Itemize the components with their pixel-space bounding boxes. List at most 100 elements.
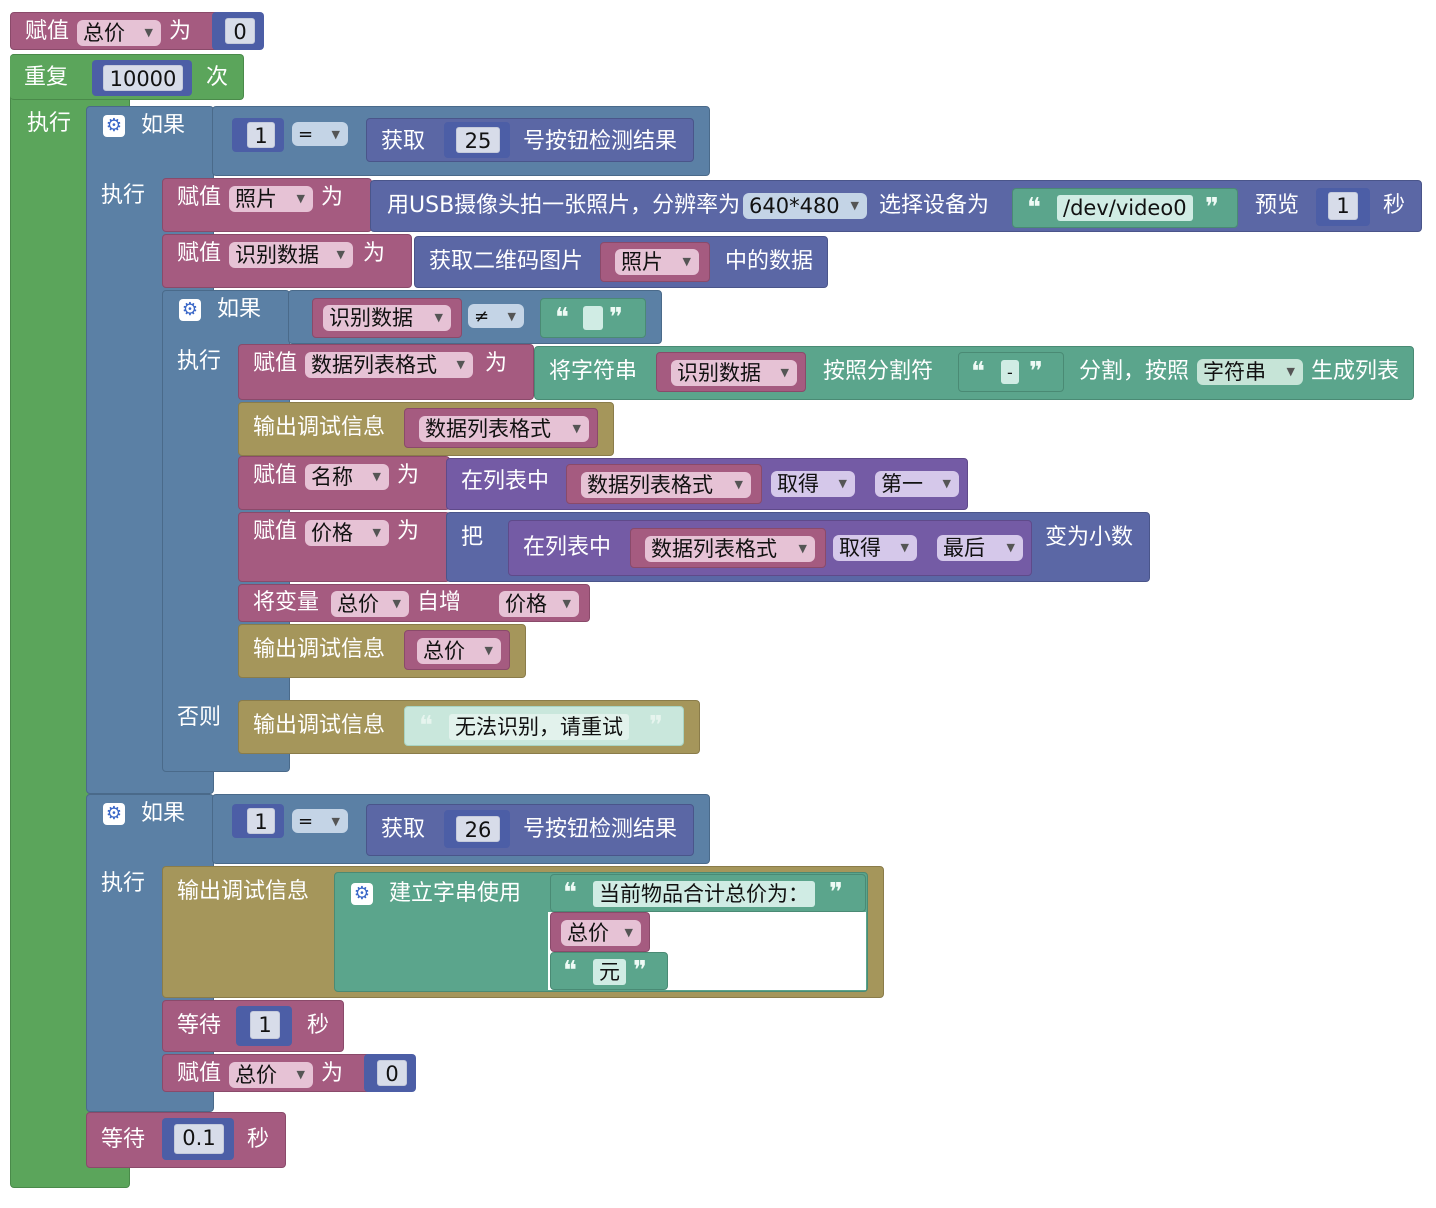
open-quote-icon: ❝ — [563, 956, 577, 986]
string-field-total-msg[interactable]: 当前物品合计总价为： — [593, 881, 815, 907]
assign-label: 赋值 — [253, 519, 298, 544]
open-quote-icon: ❝ — [563, 878, 577, 908]
to-label: 为 — [485, 351, 508, 376]
compare-op-dropdown[interactable]: =▼ — [292, 122, 348, 146]
gear-icon[interactable]: ⚙ — [351, 883, 373, 905]
list-get-dropdown[interactable]: 取得▼ — [771, 471, 855, 497]
assign-list-format-block[interactable]: 赋值 数据列表格式▼ 为 — [238, 344, 534, 400]
var-dropdown-list-format[interactable]: 数据列表格式▼ — [419, 416, 589, 442]
wait-label: 等待 — [101, 1127, 146, 1152]
assign-name-block[interactable]: 赋值 名称▼ 为 — [238, 456, 450, 510]
string-field-separator[interactable]: - — [1001, 360, 1019, 384]
qr-data-label: 中的数据 — [725, 249, 814, 274]
var-dropdown-total[interactable]: 总价▼ — [331, 591, 409, 617]
number-field-button-id-25[interactable]: 25 — [456, 127, 500, 153]
var-dropdown-photo[interactable]: 照片▼ — [229, 186, 313, 212]
by-separator-label: 按照分割符 — [823, 359, 934, 384]
var-dropdown-total[interactable]: 总价▼ — [561, 920, 641, 946]
list-position-dropdown[interactable]: 第一▼ — [875, 471, 959, 497]
var-dropdown-list-format[interactable]: 数据列表格式▼ — [305, 352, 473, 378]
var-list-format-reporter[interactable]: 数据列表格式▼ — [630, 528, 826, 568]
list-position-dropdown[interactable]: 最后▼ — [937, 535, 1023, 561]
gear-icon[interactable]: ⚙ — [103, 803, 125, 825]
gear-icon[interactable]: ⚙ — [103, 115, 125, 137]
var-dropdown-total[interactable]: 总价▼ — [417, 638, 501, 664]
var-dropdown-list-format[interactable]: 数据列表格式▼ — [581, 472, 751, 498]
usb-camera-photo-block[interactable]: 用USB摄像头拍一张照片，分辨率为 640*480▼ 选择设备为 预览 秒 — [370, 180, 1422, 232]
text-block-separator[interactable]: ❝ - ❞ — [958, 352, 1064, 392]
var-dropdown-photo[interactable]: 照片▼ — [615, 249, 699, 275]
number-field-init-total[interactable]: 0 — [225, 18, 255, 44]
text-block-device[interactable]: ❝ /dev/video0 ❞ — [1012, 188, 1238, 228]
number-field-compare-2[interactable]: 1 — [247, 808, 275, 834]
wait-label: 等待 — [177, 1013, 222, 1038]
number-field-button-id-26[interactable]: 26 — [456, 816, 500, 842]
open-quote-icon: ❝ — [419, 711, 433, 741]
open-quote-icon: ❝ — [971, 357, 985, 387]
in-list-label: 在列表中 — [523, 535, 612, 560]
var-dropdown-price[interactable]: 价格▼ — [305, 520, 389, 546]
string-field-device[interactable]: /dev/video0 — [1057, 195, 1193, 221]
number-field-wait-1[interactable]: 1 — [250, 1011, 280, 1039]
resolution-dropdown[interactable]: 640*480▼ — [743, 193, 867, 219]
var-dropdown-total[interactable]: 总价▼ — [229, 1062, 313, 1088]
assign-recog-block[interactable]: 赋值 识别数据▼ 为 — [162, 234, 412, 288]
var-photo-reporter[interactable]: 照片▼ — [600, 242, 710, 282]
build-string-label: 建立字串使用 — [389, 881, 522, 906]
get-button-result-block[interactable]: 获取 号按钮检测结果 — [366, 118, 694, 162]
assign-photo-block[interactable]: 赋值 照片▼ 为 — [162, 178, 372, 232]
var-dropdown-list-format[interactable]: 数据列表格式▼ — [645, 536, 815, 562]
var-list-format-reporter[interactable]: 数据列表格式▼ — [404, 408, 598, 448]
list-get-dropdown[interactable]: 取得▼ — [833, 535, 917, 561]
assign-label: 赋值 — [25, 19, 70, 44]
debug-label: 输出调试信息 — [177, 879, 310, 904]
else-label: 否则 — [177, 705, 222, 730]
var-dropdown-recog[interactable]: 识别数据▼ — [323, 305, 451, 331]
to-label: 为 — [397, 463, 420, 488]
get-button-result-block[interactable]: 获取 号按钮检测结果 — [366, 804, 694, 856]
compare-op-dropdown[interactable]: =▼ — [292, 809, 348, 833]
text-block-currency[interactable]: ❝ 元 ❞ — [550, 952, 668, 990]
take-photo-label: 用USB摄像头拍一张照片，分辨率为 — [387, 193, 741, 218]
string-field-currency[interactable]: 元 — [593, 959, 626, 985]
number-field-repeat-count[interactable]: 10000 — [103, 65, 183, 91]
get-qr-label: 获取二维码图片 — [429, 249, 584, 274]
number-field-wait-0-1[interactable]: 0.1 — [174, 1124, 224, 1154]
number-field-reset-total[interactable]: 0 — [377, 1060, 407, 1086]
seconds-label: 秒 — [1383, 193, 1406, 218]
assign-label: 赋值 — [177, 1061, 222, 1086]
assign-total-reset-block[interactable]: 赋值 总价▼ 为 — [162, 1054, 372, 1092]
assign-price-block[interactable]: 赋值 价格▼ 为 — [238, 512, 450, 582]
increment-total-block[interactable]: 将变量 总价▼ 自增 价格▼ — [238, 584, 590, 622]
string-field-empty[interactable] — [583, 306, 603, 330]
var-list-format-reporter[interactable]: 数据列表格式▼ — [566, 464, 762, 504]
do-label: 执行 — [101, 183, 146, 208]
to-label: 为 — [321, 185, 344, 210]
to-label: 为 — [169, 19, 192, 44]
var-dropdown-price[interactable]: 价格▼ — [499, 591, 579, 617]
number-field-compare-1[interactable]: 1 — [247, 122, 275, 148]
text-block-total-msg[interactable]: ❝ 当前物品合计总价为： ❞ — [550, 874, 866, 912]
var-dropdown-recog[interactable]: 识别数据▼ — [671, 360, 797, 386]
close-quote-icon: ❞ — [609, 303, 623, 333]
text-block-fail-msg[interactable]: ❝ 无法识别，请重试 ❞ — [404, 706, 684, 746]
empty-text-block[interactable]: ❝ ❞ — [540, 298, 646, 338]
split-mode-dropdown[interactable]: 字符串▼ — [1197, 359, 1303, 385]
var-total-reporter[interactable]: 总价▼ — [550, 912, 650, 952]
var-recog-reporter[interactable]: 识别数据▼ — [656, 352, 806, 392]
compare-op-dropdown-neq[interactable]: ≠▼ — [468, 304, 524, 328]
assign-label: 赋值 — [177, 241, 222, 266]
number-field-preview-secs[interactable]: 1 — [1328, 192, 1358, 220]
var-dropdown-name[interactable]: 名称▼ — [305, 464, 389, 490]
assign-label: 赋值 — [177, 185, 222, 210]
var-total-reporter[interactable]: 总价▼ — [404, 630, 510, 670]
if-label: 如果 — [217, 297, 262, 322]
var-dropdown-recog[interactable]: 识别数据▼ — [229, 242, 353, 268]
select-device-label: 选择设备为 — [879, 193, 990, 218]
assign-total-init-block[interactable]: 赋值 总价▼ 为 — [10, 12, 220, 50]
seconds-label: 秒 — [307, 1013, 330, 1038]
string-field-fail-msg[interactable]: 无法识别，请重试 — [449, 714, 629, 740]
gear-icon[interactable]: ⚙ — [179, 299, 201, 321]
var-dropdown-total[interactable]: 总价▼ — [77, 20, 161, 46]
var-recog-reporter[interactable]: 识别数据▼ — [312, 298, 462, 338]
